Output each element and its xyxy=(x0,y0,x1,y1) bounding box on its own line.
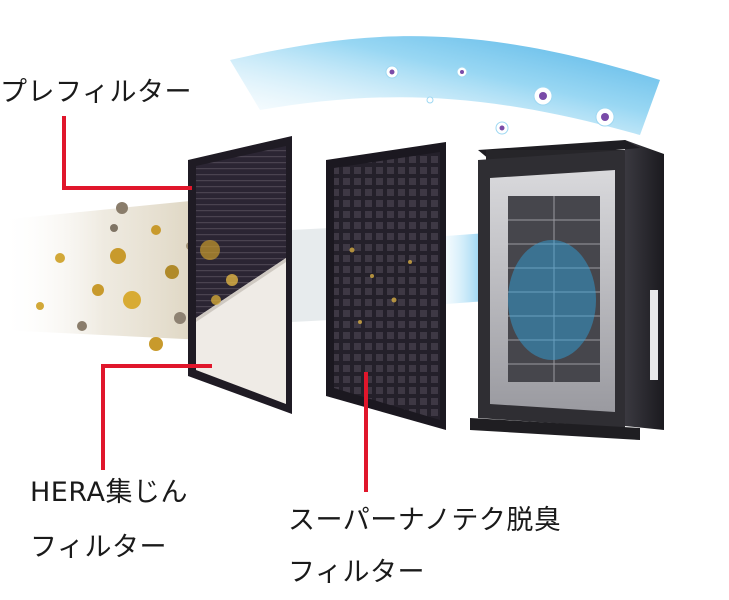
pre-filter-label: プレフィルター xyxy=(0,77,192,108)
hera-filter-label-line2: フィルター xyxy=(30,532,167,563)
hera-filter-label-line1: HERA集じん xyxy=(30,477,188,508)
mid-airstream xyxy=(292,228,330,322)
nano-filter-label-line2: フィルター xyxy=(288,557,425,588)
outflow-airstream xyxy=(230,36,660,135)
leader-hera-filter xyxy=(101,364,212,470)
pre-filter-panel xyxy=(188,136,292,414)
deodorizing-filter-panel xyxy=(326,142,446,430)
incoming-dust-stream xyxy=(0,200,205,340)
nano-filter-label-line1: スーパーナノテク脱臭 xyxy=(288,505,562,536)
leader-lines xyxy=(62,116,368,492)
outflow-bubble-centers xyxy=(389,69,609,131)
air-purifier-unit xyxy=(470,140,664,440)
leader-pre-filter xyxy=(62,116,192,190)
